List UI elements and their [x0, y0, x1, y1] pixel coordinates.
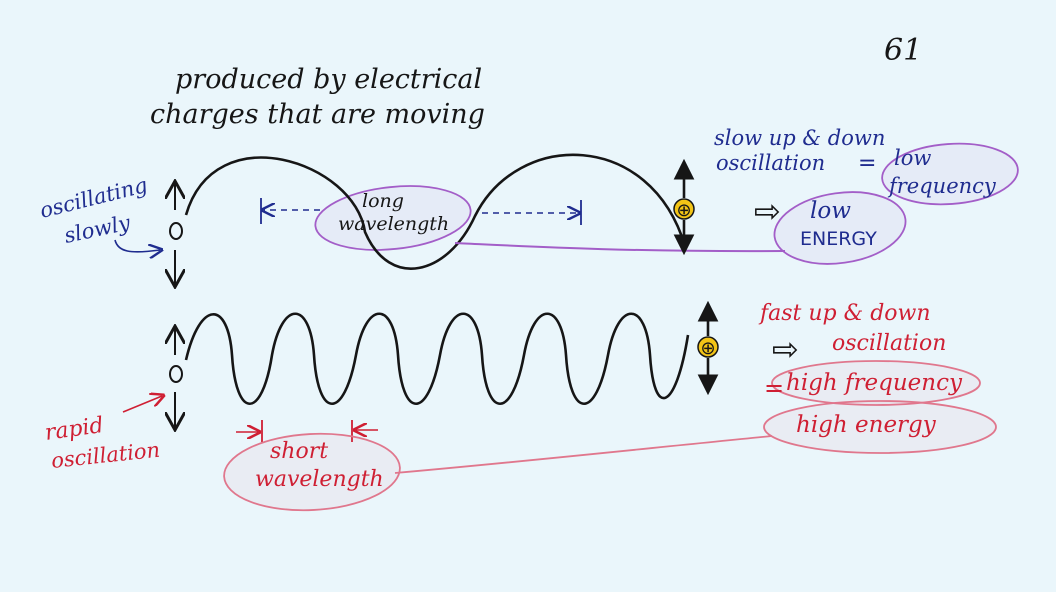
top-left-label-arrow: [114, 239, 160, 252]
long-wavelength-label-2: wavelength: [338, 213, 449, 235]
heading-line-1: produced by electrical: [175, 64, 482, 95]
low-energy-label-1: low: [810, 198, 851, 224]
bottom-left-label-arrow: [122, 396, 162, 413]
short-wavelength-label-2: wavelength: [255, 467, 384, 492]
long-wavelength-label-1: long: [362, 190, 404, 212]
bottom-right-note-equals: =: [764, 374, 784, 402]
bottom-charge-circle: [169, 365, 183, 383]
top-left-label-1: oscillating: [37, 173, 150, 223]
top-purple-link: [454, 242, 786, 253]
high-frequency-highlight: [771, 360, 981, 406]
top-positive-charge-symbol: ⊕: [676, 200, 691, 221]
low-frequency-label-2: frequency: [887, 174, 997, 198]
short-wave: [184, 312, 690, 405]
short-wavelength-label-1: short: [270, 439, 328, 464]
page-number: 61: [884, 33, 922, 68]
bottom-positive-charge: [697, 336, 719, 358]
top-left-label-2: slowly: [62, 210, 133, 248]
high-energy-highlight: [763, 400, 997, 454]
top-wave-group: long wavelength ⊕ oscillating slowly slo…: [37, 126, 1019, 285]
low-frequency-highlight: [881, 142, 1019, 206]
long-wave: [184, 153, 687, 270]
low-frequency-label-1: low: [894, 146, 931, 170]
top-right-note-1: slow up & down: [714, 126, 885, 150]
bottom-implies-arrow: ⇨: [772, 330, 799, 368]
top-right-note-2: oscillation: [716, 151, 825, 175]
low-energy-highlight: [773, 191, 907, 265]
heading-line-2: charges that are moving: [150, 99, 485, 130]
high-energy-label: high energy: [796, 412, 937, 438]
high-frequency-label: high frequency: [786, 370, 963, 396]
short-wavelength-highlight: [223, 432, 401, 512]
low-energy-label-2: ENERGY: [800, 228, 877, 250]
long-wavelength-highlight: [314, 185, 472, 251]
top-right-note-equals: =: [858, 151, 876, 176]
bottom-left-label-1: rapid: [43, 413, 105, 446]
bottom-right-note-2: oscillation: [832, 331, 946, 356]
bottom-right-note-1: fast up & down: [758, 301, 931, 326]
bottom-pink-link: [394, 435, 773, 474]
bottom-positive-charge-symbol: ⊕: [700, 338, 715, 359]
top-positive-charge: [673, 198, 695, 220]
bottom-wave-group: ⊕ rapid oscillation short wavelength fas…: [43, 300, 997, 512]
top-charge-circle: [169, 222, 183, 240]
